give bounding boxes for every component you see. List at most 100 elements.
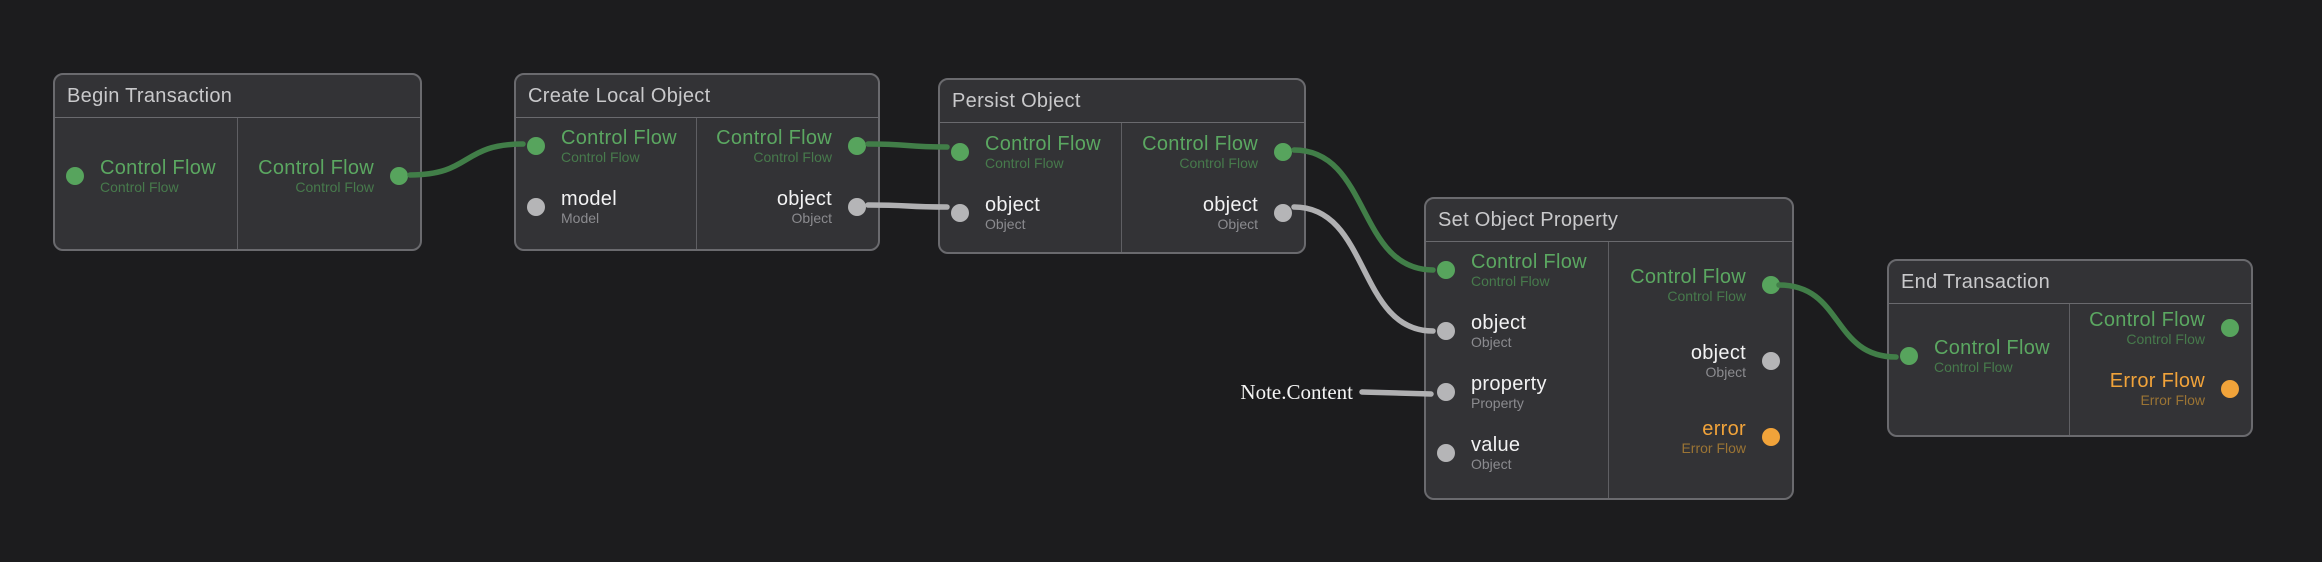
port-subtitle: Control Flow — [1934, 359, 2013, 375]
port-dot-error-out[interactable] — [1762, 428, 1780, 446]
node-begin-transaction[interactable]: Begin Transaction Control Flow Control F… — [53, 73, 422, 251]
port-dot-control-flow-in[interactable] — [66, 167, 84, 185]
port-dot-value-in[interactable] — [1437, 444, 1455, 462]
port-label: Control Flow — [985, 133, 1101, 155]
port-subtitle: Control Flow — [753, 149, 832, 165]
port-label: model — [561, 188, 617, 210]
port-dot-object-out[interactable] — [848, 198, 866, 216]
port-output-object: object Object — [1122, 194, 1304, 232]
node-body: Control Flow Control Flow Control Flow C… — [1889, 304, 2251, 435]
port-label: value — [1471, 434, 1521, 456]
inputs-column: Control Flow Control Flow object Object … — [1426, 242, 1609, 498]
node-title: End Transaction — [1901, 270, 2051, 293]
port-dot-control-flow-in[interactable] — [1900, 347, 1918, 365]
wire-data[interactable] — [1359, 389, 1434, 397]
port-dot-property-in[interactable] — [1437, 383, 1455, 401]
note-content-literal[interactable]: Note.Content — [1240, 380, 1353, 404]
port-subtitle: Object — [1705, 364, 1746, 380]
port-label: object — [1471, 312, 1527, 334]
port-output-control-flow: Control Flow Control Flow — [238, 157, 421, 195]
node-title-bar[interactable]: Set Object Property — [1426, 199, 1792, 242]
port-label: Control Flow — [561, 127, 677, 149]
port-label: Control Flow — [1142, 133, 1258, 155]
outputs-column: Control Flow Control Flow — [238, 118, 421, 249]
node-title: Create Local Object — [528, 84, 711, 107]
port-dot-control-flow-out[interactable] — [2221, 319, 2239, 337]
node-title-bar[interactable]: End Transaction — [1889, 261, 2251, 304]
wire-control-flow[interactable] — [1776, 282, 1899, 360]
port-subtitle: Control Flow — [1179, 155, 1258, 171]
port-label: object — [776, 188, 832, 210]
port-label: Control Flow — [2089, 309, 2205, 331]
port-input-control-flow: Control Flow Control Flow — [1889, 337, 2069, 375]
node-body: Control Flow Control Flow object Object … — [940, 123, 1304, 252]
port-subtitle: Object — [1471, 334, 1512, 350]
wire-control-flow[interactable] — [407, 141, 526, 178]
wire-control-flow[interactable] — [1291, 147, 1436, 273]
node-end-transaction[interactable]: End Transaction Control Flow Control Flo… — [1887, 259, 2253, 437]
port-label: Control Flow — [1934, 337, 2050, 359]
node-title-bar[interactable]: Create Local Object — [516, 75, 878, 118]
port-input-object: object Object — [940, 194, 1121, 232]
port-input-control-flow: Control Flow Control Flow — [516, 127, 696, 165]
node-body: Control Flow Control Flow object Object … — [1426, 242, 1792, 498]
port-label: Control Flow — [716, 127, 832, 149]
port-output-control-flow: Control Flow Control Flow — [1122, 133, 1304, 171]
port-dot-object-out[interactable] — [1762, 352, 1780, 370]
port-input-value: value Object — [1426, 434, 1608, 472]
port-input-control-flow: Control Flow Control Flow — [1426, 251, 1608, 289]
port-subtitle: Control Flow — [1471, 273, 1550, 289]
port-input-model: model Model — [516, 188, 696, 226]
port-dot-control-flow-in[interactable] — [951, 143, 969, 161]
port-dot-control-flow-in[interactable] — [1437, 261, 1455, 279]
port-subtitle: Property — [1471, 395, 1524, 411]
inputs-column: Control Flow Control Flow object Object — [940, 123, 1122, 252]
port-dot-object-in[interactable] — [951, 204, 969, 222]
inputs-column: Control Flow Control Flow — [1889, 304, 2070, 435]
outputs-column: Control Flow Control Flow Error Flow Err… — [2070, 304, 2251, 435]
port-label: Control Flow — [100, 157, 216, 179]
inputs-column: Control Flow Control Flow model Model — [516, 118, 697, 249]
port-output-control-flow: Control Flow Control Flow — [1609, 266, 1792, 304]
port-subtitle: Error Flow — [2140, 392, 2205, 408]
port-label: property — [1471, 373, 1547, 395]
node-create-local-object[interactable]: Create Local Object Control Flow Control… — [514, 73, 880, 251]
node-set-object-property[interactable]: Set Object Property Control Flow Control… — [1424, 197, 1794, 500]
node-title: Persist Object — [952, 89, 1081, 112]
port-subtitle: Control Flow — [100, 179, 179, 195]
port-output-control-flow: Control Flow Control Flow — [2070, 309, 2251, 347]
port-dot-error-flow-out[interactable] — [2221, 380, 2239, 398]
outputs-column: Control Flow Control Flow object Object — [697, 118, 878, 249]
wire-data[interactable] — [1291, 204, 1436, 334]
port-subtitle: Error Flow — [1681, 440, 1746, 456]
port-dot-object-out[interactable] — [1274, 204, 1292, 222]
port-output-control-flow: Control Flow Control Flow — [697, 127, 878, 165]
port-subtitle: Model — [561, 210, 600, 226]
outputs-column: Control Flow Control Flow object Object — [1122, 123, 1304, 252]
port-label: Error Flow — [2109, 370, 2205, 392]
node-title-bar[interactable]: Persist Object — [940, 80, 1304, 123]
port-subtitle: Object — [1217, 216, 1258, 232]
port-input-property: property Property — [1426, 373, 1608, 411]
port-dot-control-flow-out[interactable] — [390, 167, 408, 185]
port-dot-model-in[interactable] — [527, 198, 545, 216]
port-output-error-flow: Error Flow Error Flow — [2070, 370, 2251, 408]
port-label: object — [985, 194, 1041, 216]
inputs-column: Control Flow Control Flow — [55, 118, 238, 249]
node-persist-object[interactable]: Persist Object Control Flow Control Flow… — [938, 78, 1306, 254]
port-dot-control-flow-out[interactable] — [1762, 276, 1780, 294]
port-dot-control-flow-out[interactable] — [848, 137, 866, 155]
node-title-bar[interactable]: Begin Transaction — [55, 75, 420, 118]
port-label: error — [1702, 418, 1746, 440]
port-output-object: object Object — [697, 188, 878, 226]
port-dot-control-flow-out[interactable] — [1274, 143, 1292, 161]
outputs-column: Control Flow Control Flow object Object … — [1609, 242, 1792, 498]
port-label: Control Flow — [1630, 266, 1746, 288]
port-subtitle: Control Flow — [2126, 331, 2205, 347]
port-subtitle: Object — [1471, 456, 1512, 472]
port-output-error: error Error Flow — [1609, 418, 1792, 456]
port-dot-control-flow-in[interactable] — [527, 137, 545, 155]
node-body: Control Flow Control Flow model Model Co… — [516, 118, 878, 249]
port-dot-object-in[interactable] — [1437, 322, 1455, 340]
